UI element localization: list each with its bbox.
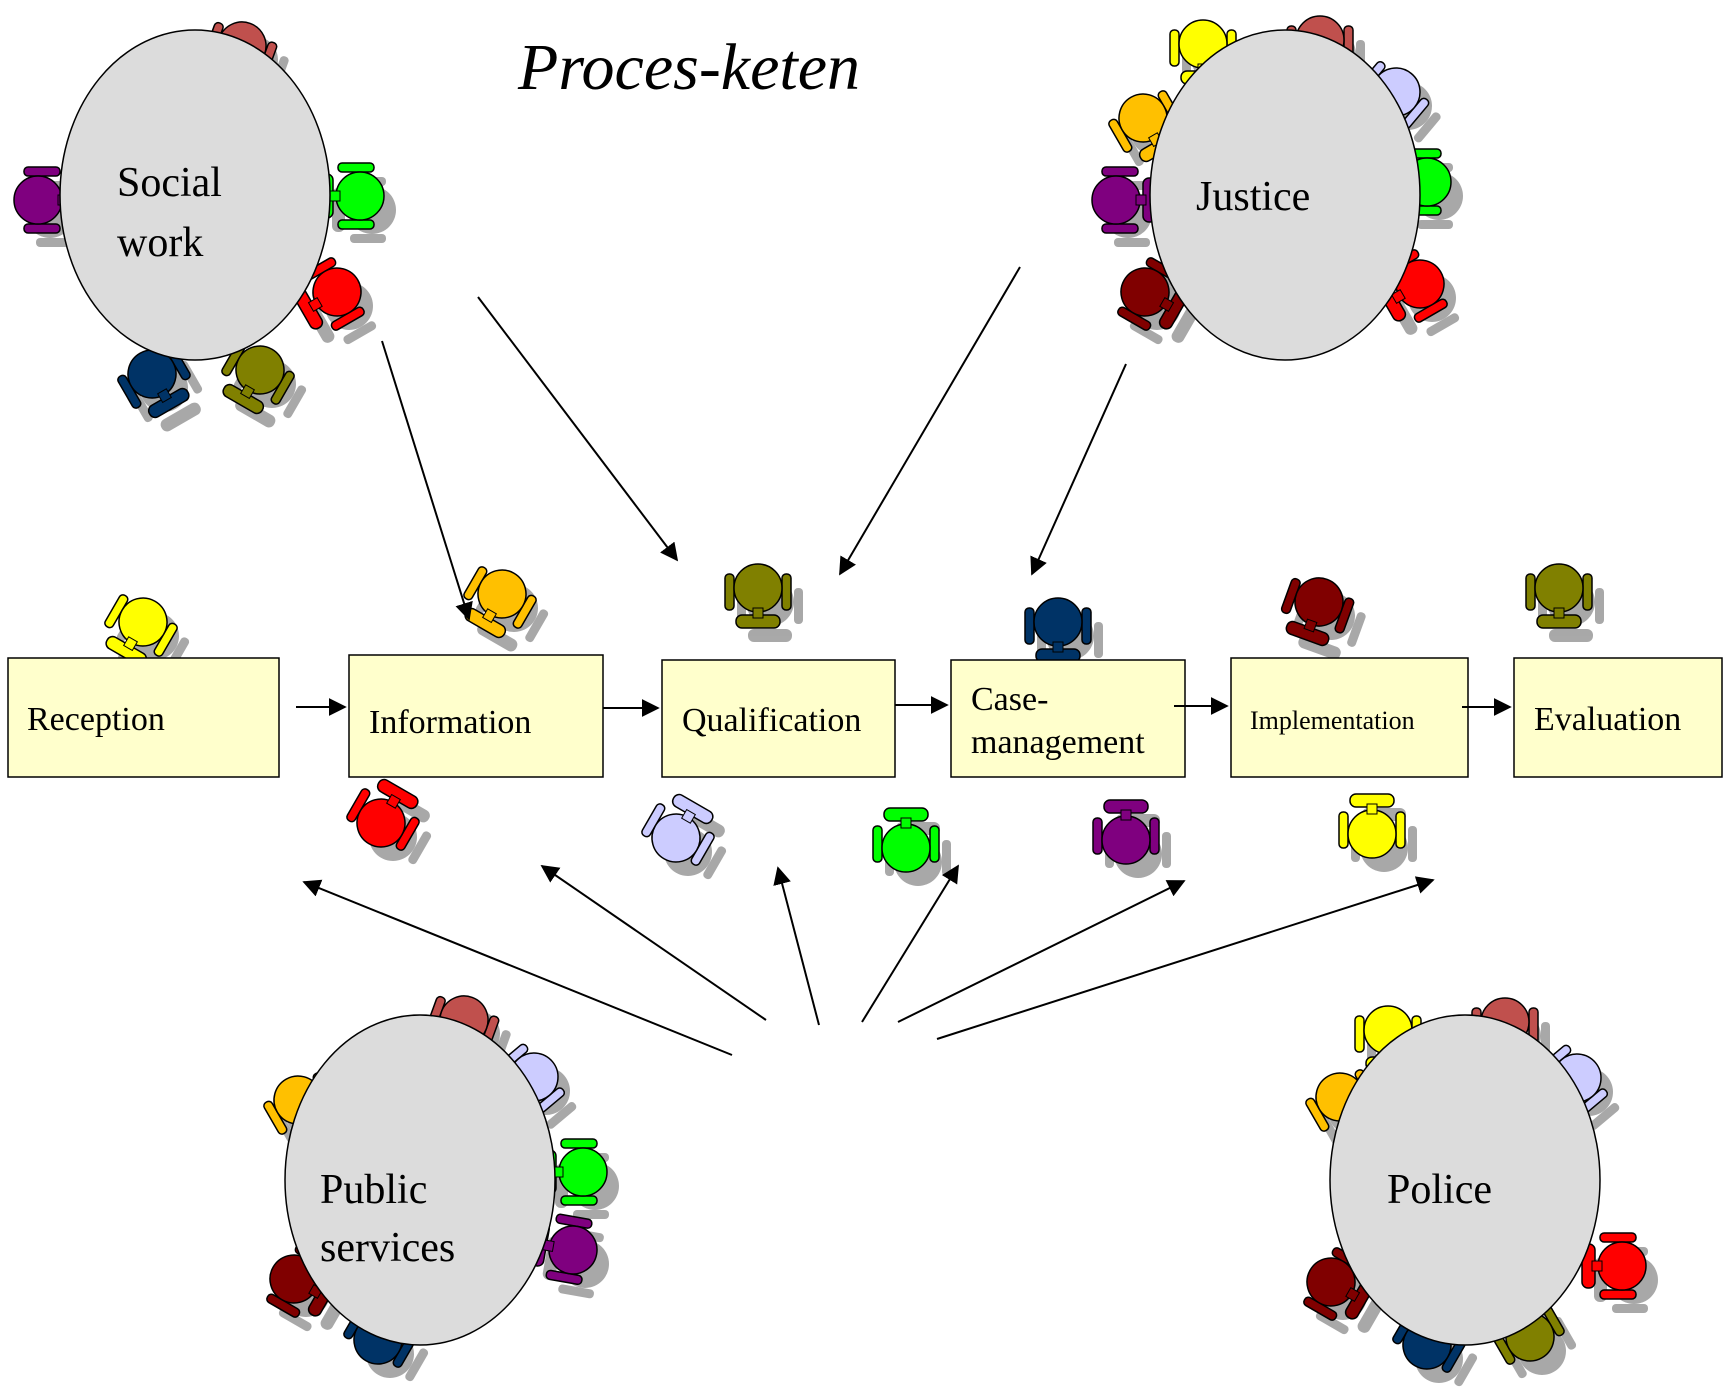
table-label-line-1: Social xyxy=(117,160,222,206)
process-label: Evaluation xyxy=(1534,701,1681,738)
process-box-evaluation: Evaluation xyxy=(1513,657,1723,778)
chair-icon xyxy=(1092,799,1171,878)
chair-icon xyxy=(1525,563,1604,642)
table-social-work: Social work xyxy=(59,29,331,361)
table-label-line-2: work xyxy=(117,220,203,266)
process-box xyxy=(661,659,896,778)
table-label: Police xyxy=(1387,1167,1492,1213)
chair-icon xyxy=(463,566,549,652)
process-label: Implementation xyxy=(1250,706,1415,735)
chair-icon xyxy=(724,563,803,642)
input-arrow xyxy=(477,296,679,562)
table-label-line-1: Public xyxy=(320,1167,427,1213)
chair-icon xyxy=(346,778,432,865)
chair-icon xyxy=(641,793,727,880)
process-box xyxy=(1513,657,1723,778)
input-arrow xyxy=(302,879,733,1056)
chair-icon xyxy=(319,162,396,243)
process-box-information: Information xyxy=(348,654,604,778)
input-arrow xyxy=(381,340,473,621)
process-label-line-2: management xyxy=(971,724,1145,761)
input-arrow xyxy=(839,266,1021,576)
table-circle xyxy=(59,29,331,361)
process-box xyxy=(950,659,1186,778)
flow-arrows xyxy=(296,696,1512,717)
input-arrow xyxy=(773,866,820,1026)
table-label: Justice xyxy=(1196,174,1310,220)
input-arrows xyxy=(302,266,1435,1056)
diagram-title: Proces-keten xyxy=(517,31,860,104)
chair-icon xyxy=(872,807,951,886)
table-police: Police xyxy=(1329,1014,1601,1346)
table-justice: Justice xyxy=(1149,29,1421,361)
chair-icon xyxy=(1280,577,1366,660)
table-label-line-2: services xyxy=(320,1225,455,1271)
table-circle xyxy=(1329,1014,1601,1346)
chair-icon xyxy=(542,1138,619,1219)
chair-icon xyxy=(117,346,203,432)
input-arrow xyxy=(540,864,767,1021)
process-label: Qualification xyxy=(682,702,861,739)
table-circle xyxy=(1149,29,1421,361)
input-arrow xyxy=(897,880,1186,1023)
process-box xyxy=(7,657,280,778)
process-box-reception: Reception xyxy=(7,657,280,778)
input-arrow xyxy=(1030,363,1127,576)
chair-icon xyxy=(529,1213,609,1299)
input-arrow xyxy=(861,864,959,1023)
table-public-services: Public services xyxy=(284,1014,556,1346)
process-box-qualification: Qualification xyxy=(661,659,896,778)
process-label: Information xyxy=(369,704,531,741)
process-label: Reception xyxy=(27,701,165,738)
input-arrow xyxy=(936,876,1435,1040)
chair-icon xyxy=(1338,793,1417,872)
chair-icon xyxy=(221,342,307,428)
process-label-line-1: Case- xyxy=(971,681,1048,718)
process-box-implementation: Implementation xyxy=(1230,657,1469,778)
process-box xyxy=(1230,657,1469,778)
process-box-case-management: Case- management xyxy=(950,659,1186,778)
table-circle xyxy=(284,1014,556,1346)
chair-icon xyxy=(1581,1232,1658,1313)
process-box xyxy=(348,654,604,778)
